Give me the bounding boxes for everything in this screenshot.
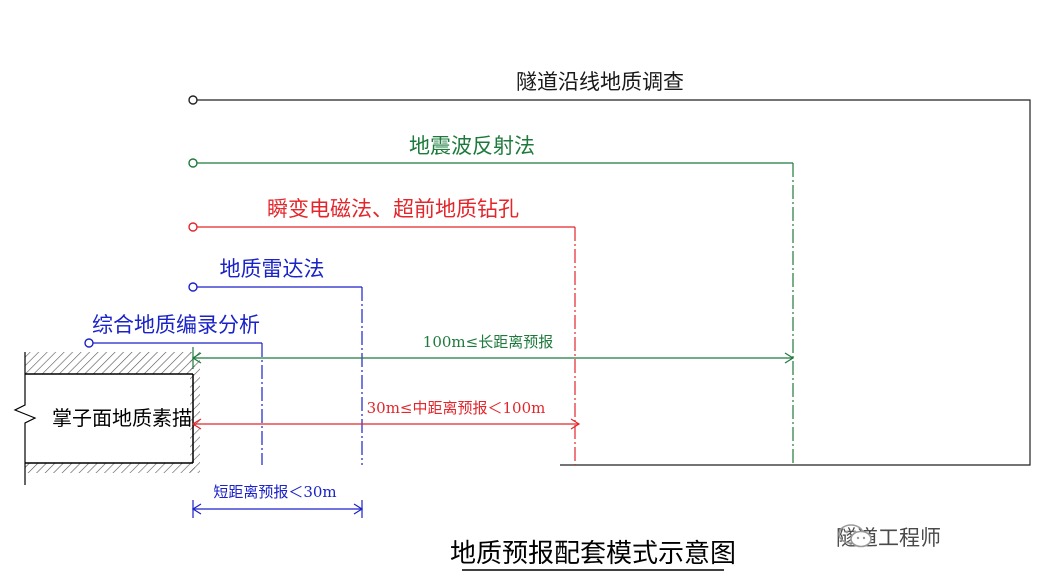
range-long-label: 100m≤长距离预报 xyxy=(423,333,553,351)
tunnel-face-label: 掌子面地质素描 xyxy=(52,406,192,430)
method-logging-label: 综合地质编录分析 xyxy=(92,313,260,337)
method-gpr xyxy=(188,282,363,465)
range-mid-label: 30m≤中距离预报＜100m xyxy=(367,399,546,417)
wechat-icon xyxy=(838,524,872,548)
range-mid-arrow xyxy=(191,418,581,430)
method-logging xyxy=(84,338,263,465)
range-short-arrow xyxy=(191,500,364,518)
method-seismic xyxy=(188,158,794,465)
method-gpr-label: 地质雷达法 xyxy=(220,257,325,281)
method-tem xyxy=(188,222,576,465)
tunnel-body xyxy=(13,352,200,485)
method-tem-label: 瞬变电磁法、超前地质钻孔 xyxy=(267,197,519,221)
watermark: 隧道工程师 xyxy=(836,522,941,552)
break-line-icon xyxy=(13,352,37,485)
diagram-title: 地质预报配套模式示意图 xyxy=(450,539,736,569)
range-short-label: 短距离预报＜30m xyxy=(213,483,336,501)
method-survey-label: 隧道沿线地质调查 xyxy=(516,70,684,94)
method-survey xyxy=(188,95,1031,466)
range-long-arrow xyxy=(191,347,795,369)
method-seismic-label: 地震波反射法 xyxy=(409,134,535,158)
